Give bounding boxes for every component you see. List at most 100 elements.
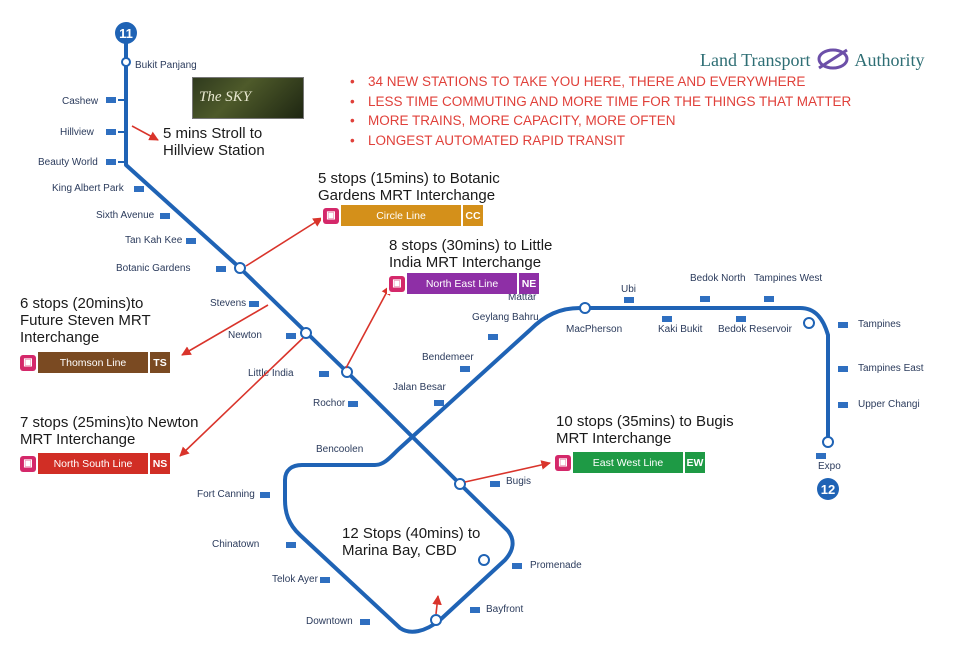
station-marker-bukit-panjang [121,57,131,67]
line-code: NE [519,273,539,294]
station-code-chip [470,607,480,613]
bullet-list: 34 NEW STATIONS TO TAKE YOU HERE, THERE … [350,72,851,150]
station-label-bukit-panjang: Bukit Panjang [135,60,197,71]
train-icon: ▣ [387,273,407,294]
station-marker-promenade [478,554,490,566]
station-label-geylang-bahru: Geylang Bahru [472,312,539,323]
station-label-ubi: Ubi [621,284,636,295]
line-end-number: 12 [821,482,835,497]
badge-east-west-line: ▣ East West Line EW [553,452,705,473]
station-label-botanic-gardens: Botanic Gardens [116,263,191,274]
station-marker-newton [300,327,312,339]
station-label-fort-canning: Fort Canning [197,489,255,500]
station-label-bayfront: Bayfront [486,604,523,615]
line-end-marker [817,478,839,500]
station-code-chip [816,453,826,459]
station-code-chip [662,316,672,322]
station-code-chip [320,577,330,583]
station-label-mattar: Mattar [508,292,537,303]
station-marker-macpherson [579,302,591,314]
station-code-chip [700,296,710,302]
station-code-chip [106,129,116,135]
station-code-chip [106,97,116,103]
station-code-chip [160,213,170,219]
station-label-sixth-avenue: Sixth Avenue [96,210,155,221]
station-code-chip [838,322,848,328]
development-name: The SKY [199,89,252,105]
badge-thomson-line: ▣ Thomson Line TS [18,352,170,373]
arrow-marina-bay [432,595,442,615]
station-label-chinatown: Chinatown [212,539,259,550]
callout-stevens: 6 stops (20mins)to Future Steven MRT Int… [20,295,151,346]
station-code-chip [838,402,848,408]
station-label-bendemeer: Bendemeer [422,352,474,363]
station-code-chip [249,301,259,307]
station-code-chip [348,401,358,407]
station-label-little-india: Little India [248,368,294,379]
callout-marina-bay: 12 Stops (40mins) to Marina Bay, CBD [342,525,481,559]
station-label-hillview: Hillview [60,127,95,138]
arrow-stevens [181,304,269,356]
callout-newton: 7 stops (25mins)to Newton MRT Interchang… [20,414,199,448]
station-label-tampines-east: Tampines East [858,363,924,374]
line-code: TS [150,352,170,373]
station-label-stevens: Stevens [210,298,246,309]
line-name: East West Line [573,452,683,473]
line-code: NS [150,453,170,474]
station-label-rochor: Rochor [313,398,346,409]
station-code-chip [434,400,444,406]
line-name: Circle Line [341,205,461,226]
callout-bugis: 10 stops (35mins) to Bugis MRT Interchan… [556,413,734,447]
station-code-chip [216,266,226,272]
station-label-tampines: Tampines [858,319,901,330]
lta-logo: Land Transport Authority [700,40,925,71]
bullet-item: LONGEST AUTOMATED RAPID TRANSIT [350,131,851,151]
station-label-expo: Expo [818,461,841,472]
station-label-bedok-north: Bedok North [690,273,746,284]
station-code-chip [286,542,296,548]
station-code-chip [134,186,144,192]
station-label-jalan-besar: Jalan Besar [393,382,446,393]
train-icon: ▣ [18,352,38,373]
lta-logo-text-right: Authority [854,50,925,70]
callout-little-india: 8 stops (30mins) to Little India MRT Int… [389,237,553,271]
arrow-botanic-gardens [245,217,323,267]
station-code-chip [490,481,500,487]
station-marker-bayfront [430,614,442,626]
bullet-item: 34 NEW STATIONS TO TAKE YOU HERE, THERE … [350,72,851,92]
development-photo: The SKY [192,77,304,119]
badge-north-south-line: ▣ North South Line NS [18,453,170,474]
train-icon: ▣ [553,452,573,473]
line-name: Thomson Line [38,352,148,373]
station-label-tan-kah-kee: Tan Kah Kee [125,235,183,246]
station-label-downtown: Downtown [306,616,353,627]
station-label-promenade: Promenade [530,560,582,571]
station-code-chip [488,334,498,340]
station-marker-bugis [454,478,466,490]
station-label-king-albert-park: King Albert Park [52,183,125,194]
station-label-telok-ayer: Telok Ayer [272,574,319,585]
station-code-chip [624,297,634,303]
lta-emblem-icon [817,48,849,70]
lta-logo-text-left: Land Transport [700,50,811,70]
bullet-item: MORE TRAINS, MORE CAPACITY, MORE OFTEN [350,111,851,131]
train-icon: ▣ [18,453,38,474]
station-code-chip [186,238,196,244]
line-start-marker [115,22,137,44]
station-code-chip [360,619,370,625]
callout-hillview: 5 mins Stroll to Hillview Station [163,125,265,159]
station-code-chip [106,159,116,165]
station-code-chip [838,366,848,372]
station-label-bugis: Bugis [506,476,531,487]
station-marker-botanic-gardens [234,262,246,274]
station-marker-tampines [803,317,815,329]
station-label-upper-changi: Upper Changi [858,399,920,410]
train-icon: ▣ [321,205,341,226]
callout-botanic-gardens: 5 stops (15mins) to Botanic Gardens MRT … [318,170,500,204]
arrow-little-india [345,285,391,369]
station-label-bencoolen: Bencoolen [316,444,363,455]
line-code: EW [685,452,705,473]
line-name: North East Line [407,273,517,294]
